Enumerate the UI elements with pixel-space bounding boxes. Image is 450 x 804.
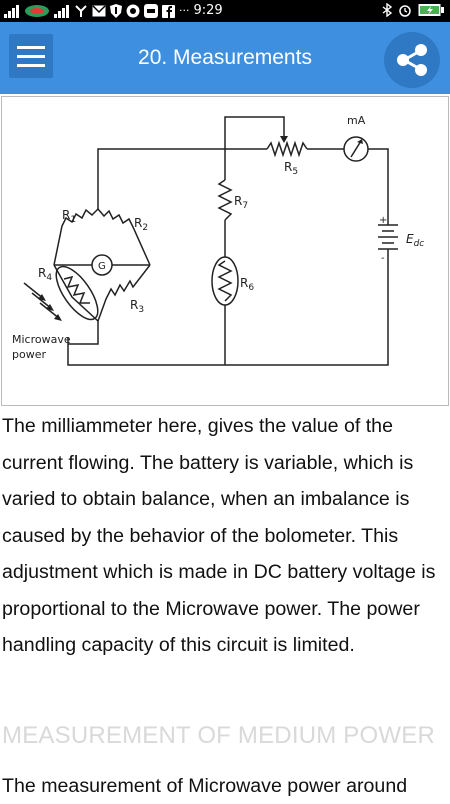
browser-icon [126, 4, 140, 18]
r5-label: R5 [284, 160, 298, 177]
status-bar: ··· 9:29 [0, 0, 450, 22]
status-left-icons: ··· 9:29 [4, 3, 223, 19]
hamburger-icon-bar [17, 55, 45, 58]
signal-icon-2 [54, 5, 69, 18]
app-bar: 20. Measurements [0, 22, 450, 94]
network-icon [75, 5, 87, 17]
minus-label: - [381, 253, 385, 264]
shield-icon [110, 4, 122, 18]
section-heading: MEASUREMENT OF MEDIUM POWER [2, 722, 435, 749]
status-right-icons [382, 3, 444, 17]
r2-label: R2 [134, 216, 148, 233]
alarm-icon [399, 5, 411, 17]
paragraph-milliammeter: The milliammeter here, gives the value o… [2, 415, 436, 656]
hamburger-icon-bar [17, 64, 45, 67]
clock-time: 9:29 [193, 3, 223, 18]
carrier-logo-icon [25, 5, 49, 17]
article-body: The milliammeter here, gives the value o… [2, 408, 448, 664]
r6-label: R6 [240, 276, 254, 293]
page-title: 20. Measurements [138, 46, 312, 69]
microwave-label-line1: Microwave [12, 333, 71, 346]
zalo-icon [144, 4, 158, 18]
paragraph-medium-power: The measurement of Microwave power aroun… [2, 775, 408, 797]
menu-button[interactable] [9, 34, 53, 78]
hamburger-icon [17, 46, 45, 49]
r3-label: R3 [130, 298, 144, 315]
battery-charging-icon [418, 4, 444, 16]
r7-label: R7 [234, 194, 248, 211]
more-notifications-icon: ··· [179, 4, 190, 17]
signal-icon [4, 5, 19, 18]
share-icon [397, 44, 427, 76]
plus-label: + [379, 215, 387, 226]
mail-icon [92, 5, 106, 17]
microwave-label-line2: power [12, 348, 46, 361]
galvanometer-label: G [98, 261, 106, 272]
bolometer-circuit-diagram: R1 R2 R3 R4 R5 R6 R7 G mA Edc + - Microw… [12, 114, 424, 366]
r1-label: R1 [62, 208, 76, 225]
facebook-icon [162, 4, 175, 18]
source-label: Edc [406, 232, 424, 249]
r4-label: R4 [38, 266, 52, 283]
circuit-diagram-figure: R1 R2 R3 R4 R5 R6 R7 G mA Edc + - Microw… [1, 96, 449, 406]
share-button[interactable] [384, 32, 440, 88]
bluetooth-icon [382, 3, 392, 17]
ammeter-label: mA [347, 114, 366, 127]
